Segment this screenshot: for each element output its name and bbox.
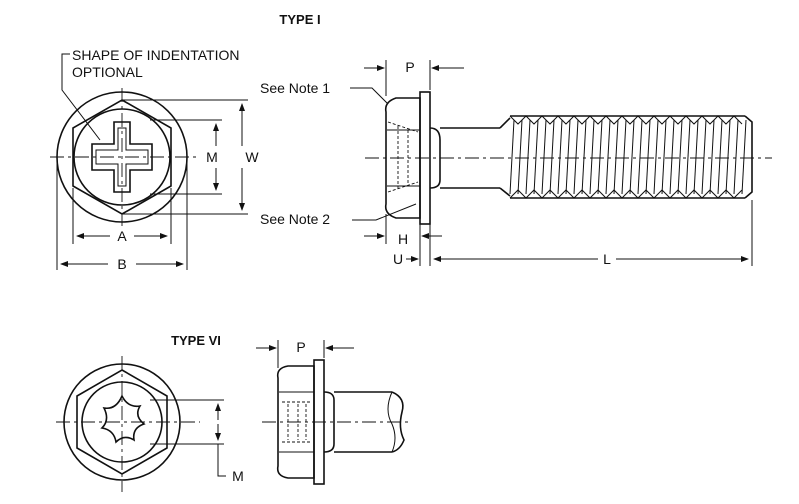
indentation-note-line2: OPTIONAL [72,64,143,80]
type1-shank-fillet [429,127,441,189]
type1-label-P: P [405,59,414,75]
torx-recess-icon [100,394,146,444]
type6-dim-P: P [256,339,354,368]
thread-bottom-profile [509,189,743,199]
thread-crest-line [725,119,731,195]
phillips-recess-inner [95,127,149,187]
note2-leader [352,203,417,221]
type1-dim-M: M [150,119,222,195]
thread-crest-line [613,119,619,195]
type1-screw-tip [744,115,753,199]
thread-crest-line [589,119,595,195]
type1-dim-B: B [56,160,188,272]
type1-label-M: M [206,149,218,165]
note2-label: See Note 2 [260,211,330,227]
type1-label-L: L [603,251,611,267]
type1-label-H: H [398,231,408,247]
thread-crest-line [549,119,555,195]
type1-title: TYPE I [279,12,320,27]
thread-crest-line [605,119,611,195]
type1-label-U: U [393,251,403,267]
type6-label-P: P [296,339,305,355]
thread-crest-line [629,119,635,195]
thread-crest-line [741,119,747,195]
thread-crest-line [693,119,699,195]
thread-top-profile [509,115,743,125]
type1-thread [509,115,747,199]
type1-dim-P: P [364,59,464,96]
thread-crest-line [717,119,723,195]
type6-shank-fillet [323,391,335,453]
indentation-note: SHAPE OF INDENTATION OPTIONAL [61,47,240,141]
thread-crest-line [533,119,539,195]
thread-crest-line [565,119,571,195]
thread-crest-line [637,119,643,195]
thread-crest-line [669,119,675,195]
type1-dim-U: U [393,224,431,267]
thread-crest-line [541,119,547,195]
type6-break-line [391,391,405,453]
thread-crest-line [645,119,651,195]
thread-crest-line [653,119,659,195]
type6-label-M: M [232,468,244,484]
note1-leader [350,87,389,105]
type1-hidden-recess [387,121,419,193]
thread-crest-line [557,119,563,195]
type6-side-view [262,359,410,485]
type1-label-A: A [117,228,127,244]
thread-crest-line [733,119,739,195]
thread-crest-line [517,119,523,195]
thread-crest-line [621,119,627,195]
type6-break-line-inner [387,391,396,453]
thread-crest-line [677,119,683,195]
type6-dim-M: M [150,399,244,484]
indentation-note-line1: SHAPE OF INDENTATION [72,47,240,63]
note1-label: See Note 1 [260,80,330,96]
thread-crest-line [581,119,587,195]
thread-crest-line [509,119,515,195]
thread-crest-line [685,119,691,195]
type1-head-view [50,88,200,226]
type1-dim-H: H [364,214,442,266]
thread-crest-line [709,119,715,195]
type1-notes: See Note 1 See Note 2 [260,80,417,227]
type1-dim-W: W [122,99,259,215]
phillips-recess-icon [91,121,153,193]
thread-crest-line [701,119,707,195]
type1-screw-side-view [365,91,772,225]
thread-crest-line [597,119,603,195]
thread-crest-line [661,119,667,195]
thread-crest-line [525,119,531,195]
type6-title: TYPE VI [171,333,221,348]
indentation-leader [61,53,101,141]
type1-label-W: W [245,149,259,165]
type1-dim-L: L [433,200,753,267]
thread-crest-line [573,119,579,195]
type1-label-B: B [117,256,126,272]
type6-head-view [56,356,200,492]
type1-dim-A: A [72,188,172,244]
